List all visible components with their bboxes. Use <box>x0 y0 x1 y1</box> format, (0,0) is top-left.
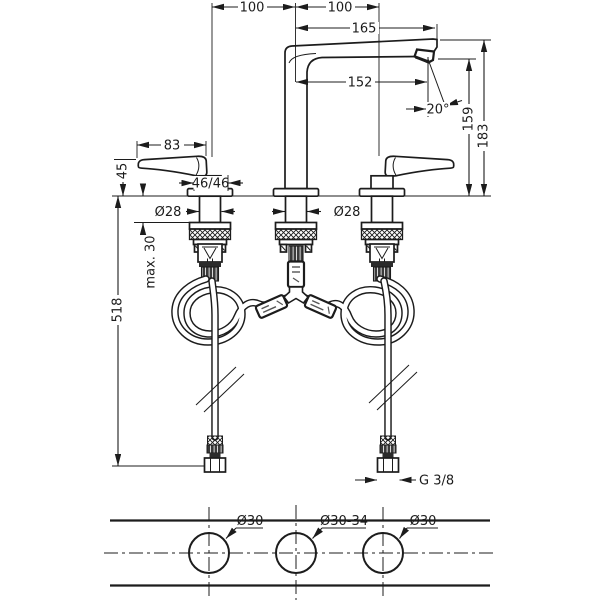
dim-total-height: 183 <box>477 124 492 149</box>
hole-left <box>188 532 230 574</box>
label-hole-center: Ø30-34 <box>320 514 368 529</box>
dim-shank-dia-left: Ø28 <box>155 205 182 220</box>
hose-break-marks <box>195 364 418 413</box>
spout-mount <box>272 187 320 262</box>
right-supply-hose <box>380 277 392 441</box>
left-hose-connector <box>203 435 227 473</box>
right-hose-coil <box>300 275 415 346</box>
dim-aerator-reach: 152 <box>348 76 373 91</box>
left-supply-hose <box>208 277 219 441</box>
dim-hose-length: 518 <box>111 298 126 323</box>
right-hose-tag <box>303 293 338 320</box>
hole-leaders <box>225 526 438 539</box>
spout-body <box>284 38 438 190</box>
right-handle <box>370 155 455 190</box>
plan-view: Ø30 Ø30-34 Ø30 <box>104 505 496 600</box>
dim-spout-reach: 165 <box>352 22 377 37</box>
label-hole-right: Ø30 <box>410 514 437 529</box>
dim-stream-angle: 20° <box>426 103 449 118</box>
label-hole-left: Ø30 <box>237 514 264 529</box>
hole-center <box>275 532 317 574</box>
left-hose-tag <box>254 293 289 320</box>
dim-spacing-left: 100 <box>240 1 265 16</box>
dimension-labels: 100 100 165 152 20° 83 46/46 Ø28 Ø28 G 3… <box>111 1 492 489</box>
dim-handle-width: 46/46 <box>192 177 229 192</box>
dim-handle-height: 45 <box>116 163 131 180</box>
tee-fitting <box>282 286 310 305</box>
dim-thread: G 3/8 <box>419 474 454 489</box>
aerator <box>413 48 436 64</box>
right-valve-mount <box>358 187 406 282</box>
dim-deck-max: max. 30 <box>144 235 159 288</box>
hole-right <box>362 532 404 574</box>
right-hose-connector <box>376 435 400 473</box>
left-hose-coil <box>171 275 292 346</box>
dim-handle-length: 83 <box>164 139 181 154</box>
dim-outlet-height: 159 <box>462 107 477 132</box>
left-valve-mount <box>186 187 234 282</box>
dimension-lines <box>114 3 488 484</box>
center-hose-tag <box>286 260 306 289</box>
dim-spacing-right: 100 <box>328 1 353 16</box>
dim-shank-dia-center: Ø28 <box>334 205 361 220</box>
